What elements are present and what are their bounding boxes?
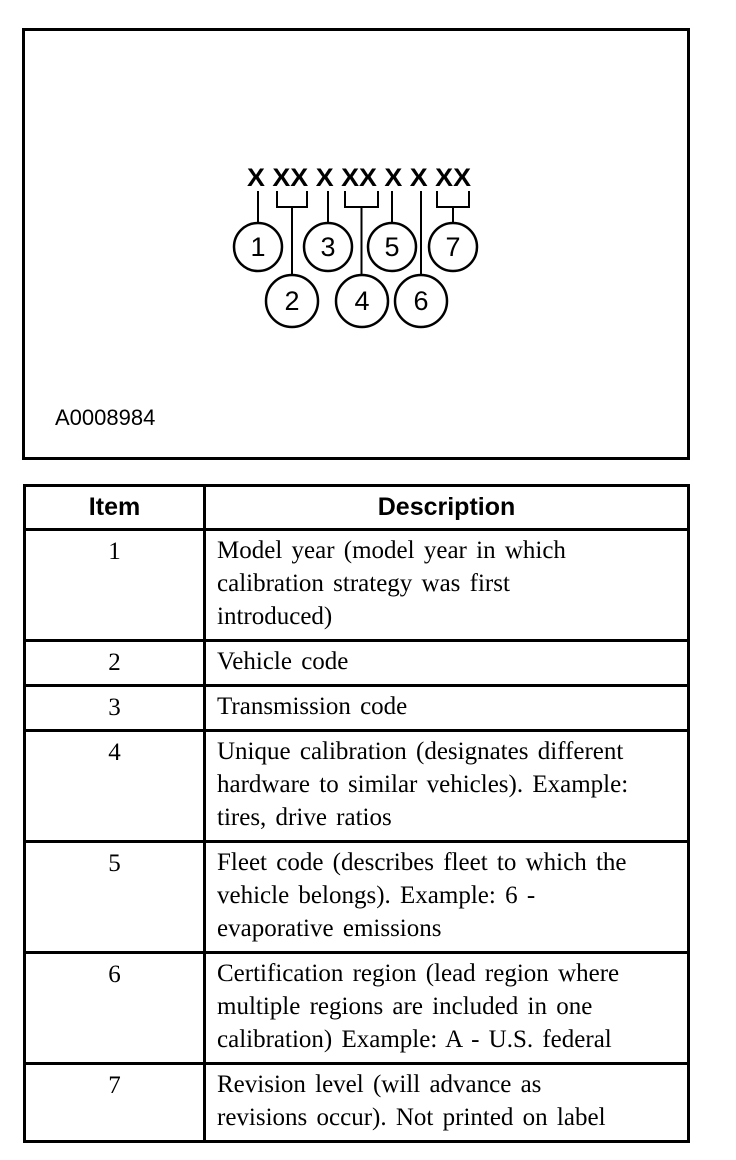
callout-number-6: 6 [413, 286, 428, 316]
item-description: Certification region (lead region where … [203, 951, 690, 1065]
callout-number-2: 2 [284, 286, 299, 316]
item-description: Transmission code [203, 684, 690, 732]
item-number: 2 [23, 639, 206, 687]
callout-circle-3 [302, 221, 354, 273]
description-column-header: Description [203, 484, 690, 531]
callout-circle-6 [393, 273, 449, 329]
callout-6: 6 [393, 273, 449, 329]
table-header-row: Item Description [23, 484, 690, 531]
callout-5: 5 [366, 221, 418, 273]
item-number: 6 [23, 951, 206, 1065]
table-row: 4 Unique calibration (designates differe… [23, 729, 690, 843]
callout-circle-4 [334, 273, 390, 329]
callout-number-5: 5 [384, 232, 399, 262]
table-row: 7 Revision level (will advance as revisi… [23, 1062, 690, 1143]
table-row: 1 Model year (model year in which calibr… [23, 528, 690, 642]
callout-3: 3 [302, 221, 354, 273]
callout-number-3: 3 [320, 232, 335, 262]
item-description: Fleet code (describes fleet to which the… [203, 840, 690, 954]
callout-number-1: 1 [250, 232, 265, 262]
callout-2: 2 [264, 273, 320, 329]
callout-7: 7 [427, 221, 479, 273]
table-row: 3 Transmission code [23, 684, 690, 732]
item-number: 4 [23, 729, 206, 843]
table-row: 6 Certification region (lead region wher… [23, 951, 690, 1065]
connector-bracket-7 [436, 191, 470, 223]
callout-circle-1 [232, 221, 284, 273]
item-description: Model year (model year in which calibrat… [203, 528, 690, 642]
item-description: Vehicle code [203, 639, 690, 687]
figure-canvas: X XX X XX X X XX 1 3 5 [55, 164, 479, 430]
item-number: 5 [23, 840, 206, 954]
callout-number-7: 7 [445, 232, 460, 262]
calibration-code-figure: X XX X XX X X XX 1 3 5 [22, 28, 690, 460]
callout-number-4: 4 [354, 286, 369, 316]
calibration-code-text: X XX X XX X X XX [247, 164, 471, 192]
item-description-table: Item Description 1 Model year (model yea… [23, 484, 690, 1143]
callout-4: 4 [334, 273, 390, 329]
callout-1: 1 [232, 221, 284, 273]
connector-bracket-2 [276, 191, 308, 275]
figure-id-label: A0008984 [55, 405, 155, 430]
table-row: 5 Fleet code (describes fleet to which t… [23, 840, 690, 954]
item-description: Unique calibration (designates different… [203, 729, 690, 843]
table-row: 2 Vehicle code [23, 639, 690, 687]
item-column-header: Item [23, 484, 206, 531]
callout-circle-5 [366, 221, 418, 273]
callout-circle-7 [427, 221, 479, 273]
item-number: 7 [23, 1062, 206, 1143]
item-description: Revision level (will advance as revision… [203, 1062, 690, 1143]
item-number: 1 [23, 528, 206, 642]
connector-bracket-4 [344, 191, 379, 275]
item-number: 3 [23, 684, 206, 732]
connector-lines [257, 191, 470, 275]
callout-circle-2 [264, 273, 320, 329]
